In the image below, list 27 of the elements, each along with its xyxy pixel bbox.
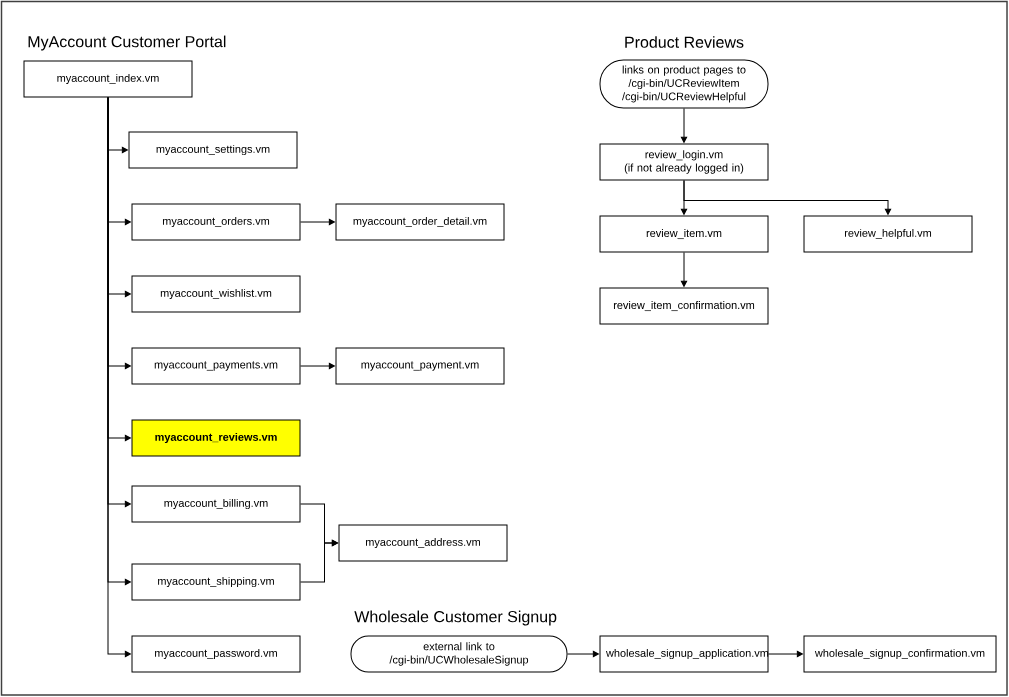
arrow: [300, 539, 338, 583]
process-box: myaccount_order_detail.vm: [335, 203, 505, 241]
process-box: review_helpful.vm: [803, 215, 973, 253]
section-heading: Wholesale Customer Signup: [354, 610, 557, 626]
process-box: wholesale_signup_confirmation.vm: [803, 635, 997, 673]
process-box: myaccount_password.vm: [131, 635, 301, 673]
process-box: myaccount_index.vm: [23, 60, 193, 98]
process-box: myaccount_orders.vm: [131, 203, 301, 241]
process-box: review_item.vm: [599, 215, 769, 253]
arrow: [683, 180, 892, 215]
process-box: myaccount_address.vm: [338, 524, 508, 562]
arrow: [680, 108, 688, 143]
process-box: myaccount_wishlist.vm: [131, 275, 301, 313]
arrow: [300, 362, 335, 370]
process-box: review_item_confirmation.vm: [599, 287, 769, 325]
process-box: review_login.vm (if not already logged in): [599, 143, 769, 181]
process-box: myaccount_shipping.vm: [131, 563, 301, 601]
arrow: [300, 218, 335, 226]
process-box: myaccount_billing.vm: [131, 485, 301, 523]
process-box: myaccount_payment.vm: [335, 347, 505, 385]
arrow: [768, 650, 803, 658]
process-box: myaccount_payments.vm: [131, 347, 301, 385]
process-box: wholesale_signup_application.vm: [599, 635, 769, 673]
highlighted-box: myaccount_reviews.vm: [131, 419, 301, 457]
process-box: myaccount_settings.vm: [128, 131, 298, 169]
arrow: [567, 650, 599, 658]
arrow: [680, 252, 688, 287]
